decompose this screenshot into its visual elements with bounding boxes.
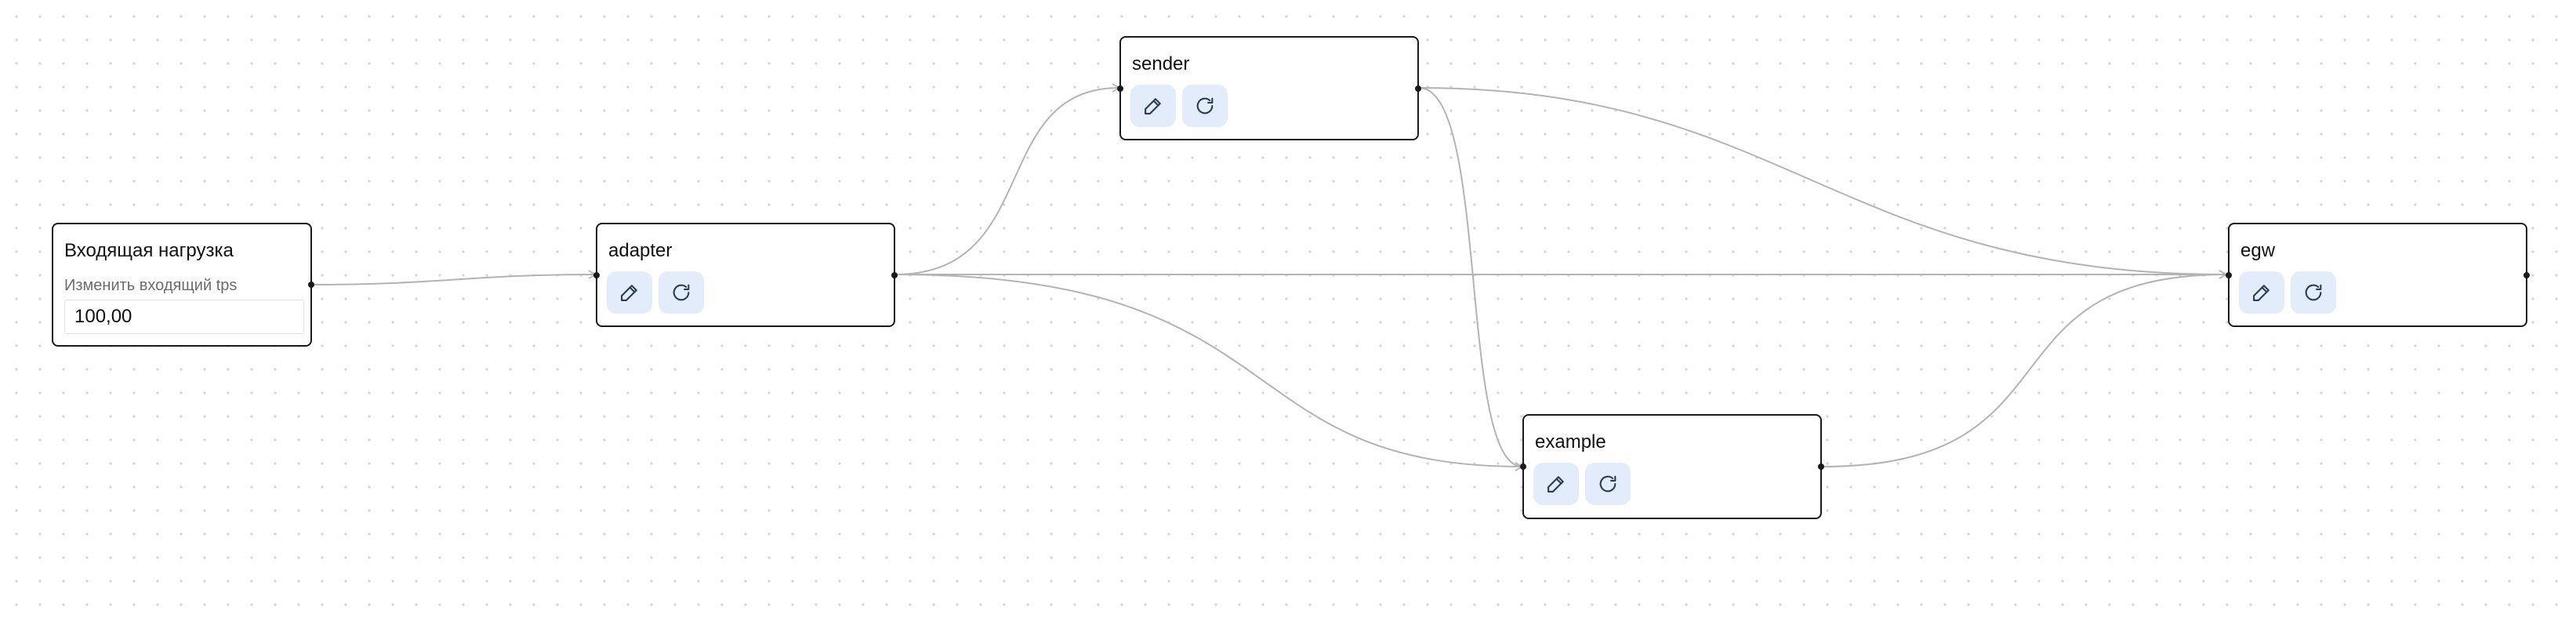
input-handle[interactable]	[593, 271, 600, 278]
pencil-icon	[621, 285, 637, 301]
edit-button[interactable]	[2239, 271, 2284, 314]
pencil-icon	[2253, 285, 2269, 301]
refresh-button[interactable]	[1585, 463, 1631, 505]
refresh-button[interactable]	[659, 271, 704, 314]
pencil-icon	[1547, 476, 1564, 493]
output-handle[interactable]	[2523, 271, 2530, 278]
input-handle[interactable]	[2226, 271, 2232, 278]
refresh-icon	[1599, 475, 1616, 493]
refresh-icon	[2305, 284, 2322, 301]
edge-sender-to-example[interactable]	[1418, 87, 1524, 471]
refresh-icon	[673, 284, 690, 301]
node-egw[interactable]: egw	[2226, 223, 2530, 327]
edit-button[interactable]	[1533, 463, 1579, 505]
edit-button[interactable]	[607, 271, 652, 314]
refresh-icon	[1196, 97, 1214, 115]
input-handle[interactable]	[1520, 464, 1526, 470]
edge-load-to-adapter[interactable]	[311, 270, 597, 285]
tps-input-label: Изменить входящий tps	[64, 277, 238, 294]
input-handle[interactable]	[1117, 85, 1123, 92]
output-handle[interactable]	[308, 282, 314, 288]
node-example[interactable]: example	[1520, 414, 1824, 519]
edge-sender-to-egw[interactable]	[1418, 87, 2228, 279]
node-title: sender	[1132, 53, 1190, 75]
edge-adapter-to-example[interactable]	[894, 274, 1524, 471]
node-title: egw	[2240, 240, 2276, 261]
node-adapter[interactable]: adapter	[593, 223, 898, 327]
output-handle[interactable]	[1415, 85, 1421, 92]
refresh-button[interactable]	[1182, 85, 1228, 127]
node-sender[interactable]: sender	[1117, 36, 1421, 140]
node-title: example	[1535, 431, 1606, 453]
tps-input[interactable]	[64, 300, 304, 334]
edge-example-to-egw[interactable]	[1821, 270, 2228, 467]
pencil-icon	[1145, 98, 1161, 115]
node-title: Входящая нагрузка	[64, 240, 234, 261]
refresh-button[interactable]	[2291, 271, 2336, 314]
output-handle[interactable]	[1818, 464, 1824, 470]
node-incoming-load[interactable]: Входящая нагрузка Изменить входящий tps	[52, 223, 314, 347]
edit-button[interactable]	[1130, 85, 1176, 127]
node-title: adapter	[608, 240, 673, 261]
edge-adapter-to-sender[interactable]	[894, 83, 1121, 275]
output-handle[interactable]	[891, 271, 898, 278]
